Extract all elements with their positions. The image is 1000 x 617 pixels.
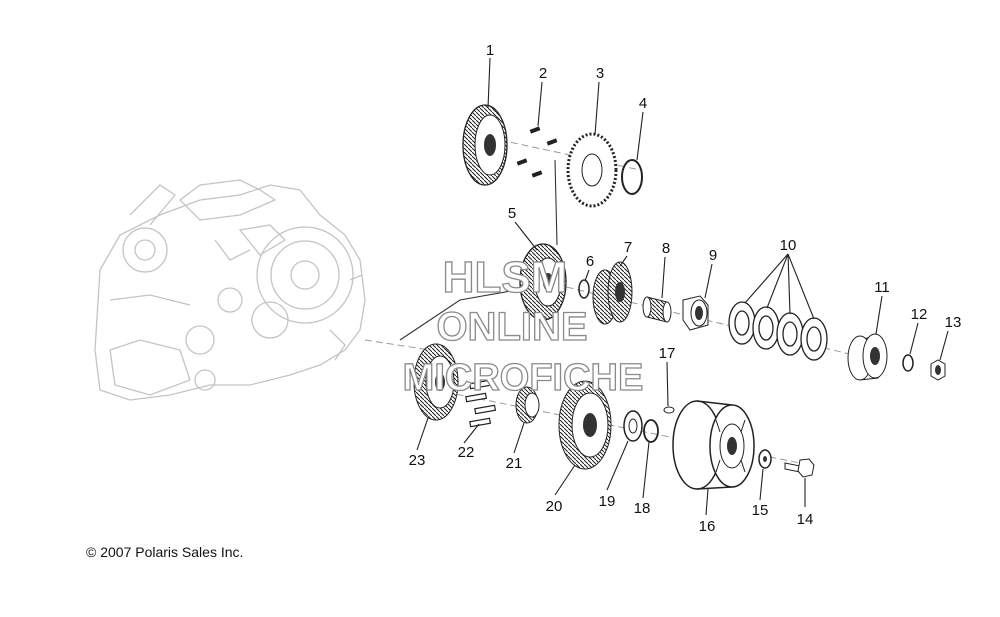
callout-20: 20 <box>546 498 563 515</box>
part-17-key <box>663 406 675 414</box>
part-15-washer <box>758 449 772 469</box>
watermark-line-2: ONLINE <box>436 305 587 349</box>
callout-10: 10 <box>780 237 797 254</box>
callout-4: 4 <box>639 95 647 112</box>
part-8-needle-bearing <box>642 296 672 323</box>
callout-numbers: 1 2 3 4 5 6 7 8 9 10 11 12 13 14 15 16 1… <box>409 42 962 535</box>
part-13-nut <box>930 359 946 381</box>
callout-6: 6 <box>586 253 594 270</box>
callout-19: 19 <box>599 493 616 510</box>
callout-2: 2 <box>539 65 547 82</box>
part-19-washer <box>623 410 643 442</box>
part-18-ring <box>643 419 659 443</box>
callout-7: 7 <box>624 239 632 256</box>
callout-5: 5 <box>508 205 516 222</box>
watermark-line-1: HLSM <box>443 253 568 302</box>
callout-13: 13 <box>945 314 962 331</box>
callout-8: 8 <box>662 240 670 257</box>
callout-leaders <box>416 57 949 516</box>
part-12-washer <box>902 354 914 372</box>
callout-1: 1 <box>486 42 494 59</box>
part-7-double-gear <box>592 261 633 325</box>
callout-15: 15 <box>752 502 769 519</box>
part-23-gear <box>413 343 459 421</box>
part-16-flywheel-drum <box>672 400 755 490</box>
callout-18: 18 <box>634 500 651 517</box>
callout-22: 22 <box>458 444 475 461</box>
callout-11: 11 <box>874 279 890 296</box>
part-20-gear <box>558 380 612 470</box>
engine-block-illustration <box>94 179 366 401</box>
callout-17: 17 <box>659 345 676 362</box>
callout-23: 23 <box>409 452 426 469</box>
watermark: HLSM ONLINE MICROFICHE <box>402 252 644 399</box>
part-14-bolt <box>784 458 815 478</box>
part-11-bearing <box>847 333 888 381</box>
callout-12: 12 <box>911 306 928 323</box>
part-3-ring-gear <box>566 132 618 208</box>
callout-16: 16 <box>699 518 716 535</box>
part-2-pins <box>516 126 558 178</box>
callout-9: 9 <box>709 247 717 264</box>
part-9-bearing <box>682 295 709 331</box>
part-5-gear <box>519 243 567 321</box>
watermark-line-3: MICROFICHE <box>403 357 644 399</box>
part-22-bolts <box>465 379 497 428</box>
part-10-washers <box>728 301 828 361</box>
callout-14: 14 <box>797 511 814 528</box>
part-21-bearing-ring <box>515 386 540 424</box>
copyright-notice: © 2007 Polaris Sales Inc. <box>86 544 244 560</box>
part-1-drive-gear <box>462 104 508 186</box>
part-4-snap-ring <box>621 159 643 195</box>
leader-lines <box>399 159 558 341</box>
callout-21: 21 <box>506 455 523 472</box>
callout-3: 3 <box>596 65 604 82</box>
part-6-washer <box>578 279 590 299</box>
